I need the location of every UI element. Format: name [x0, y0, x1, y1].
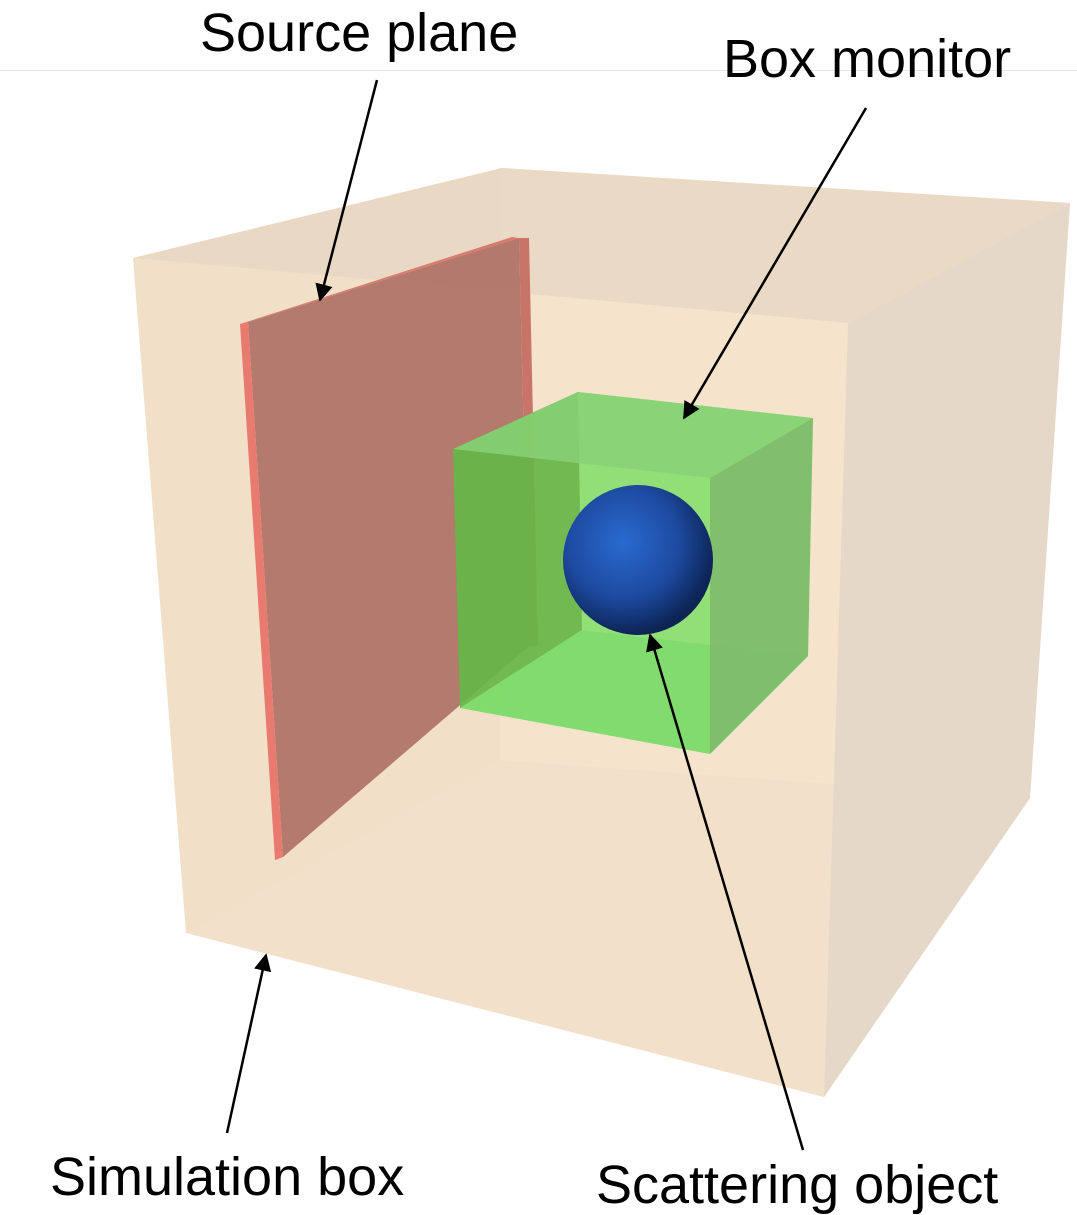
- sim-box-right-face: [824, 203, 1070, 1097]
- source-plane-face: [248, 238, 529, 857]
- label-source-plane: Source plane: [200, 3, 519, 63]
- arrow-box-monitor: [682, 107, 868, 420]
- sim-box-top-face: [133, 168, 1070, 323]
- monitor-right-face: [710, 418, 813, 754]
- monitor-top-face: [453, 392, 813, 478]
- label-scattering-object: Scattering object: [596, 1155, 999, 1215]
- source-plane-top-edge: [240, 237, 519, 324]
- arrow-simulation-box: [225, 953, 272, 1134]
- monitor-left-face: [453, 392, 582, 708]
- label-box-monitor: Box monitor: [723, 29, 1012, 89]
- scattering-object-sphere: [563, 485, 713, 635]
- label-simulation-box: Simulation box: [50, 1147, 405, 1207]
- arrow-source-plane: [315, 79, 379, 302]
- arrow-scattering-object: [646, 633, 805, 1151]
- source-plane-edge: [240, 322, 283, 860]
- top-divider: [0, 70, 1077, 71]
